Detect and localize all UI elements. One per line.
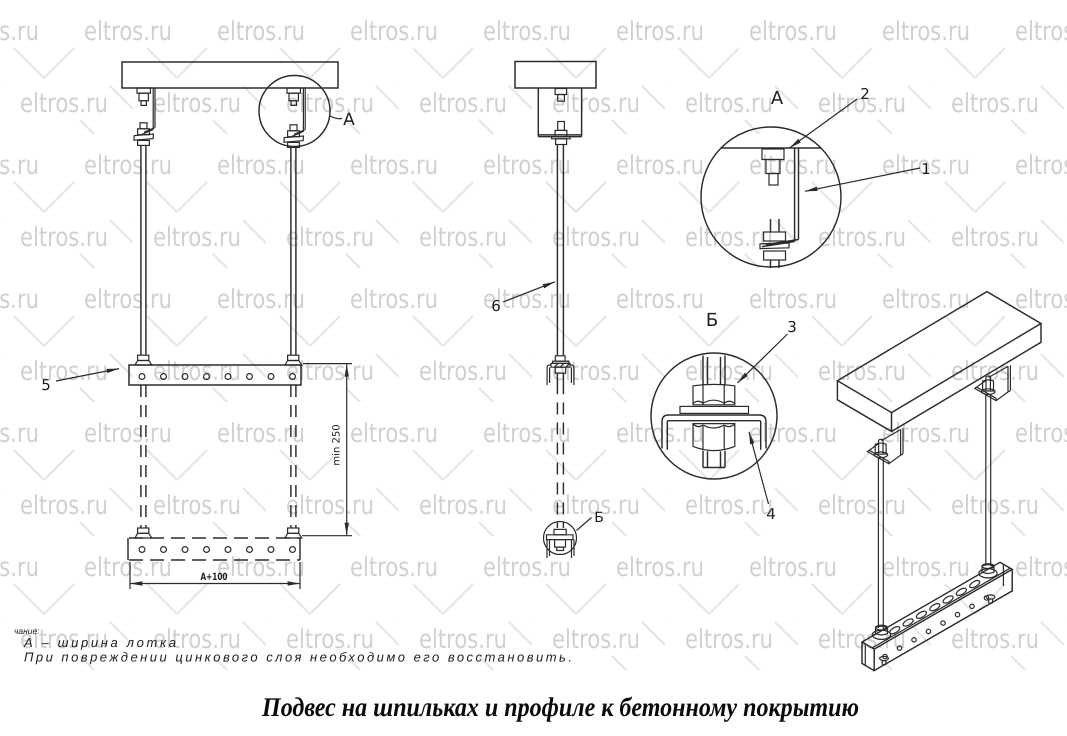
isometric-view bbox=[835, 290, 1043, 672]
item-6-label: 6 bbox=[491, 297, 501, 315]
item-2-label: 2 bbox=[860, 85, 870, 103]
leader-item-5 bbox=[55, 368, 120, 382]
iso-bottom-profile bbox=[860, 561, 1014, 672]
note-fragment: чание: bbox=[14, 626, 40, 636]
front-view-detail-a-label: А bbox=[343, 110, 355, 130]
side-view bbox=[502, 60, 597, 558]
detail-b-view bbox=[650, 333, 788, 505]
side-view-detail-b-label: Б bbox=[594, 510, 604, 526]
drawing-title: Подвес на шпильках и профиле к бетонному… bbox=[261, 692, 859, 722]
iso-bar-nuts bbox=[871, 563, 998, 666]
dimension-height bbox=[302, 363, 352, 537]
detail-b-callout-circle bbox=[542, 520, 578, 556]
watermark-layer bbox=[0, 0, 1067, 676]
front-right-anchor bbox=[283, 87, 306, 148]
detail-b-top-nut bbox=[692, 383, 736, 406]
upper-profile-bar bbox=[128, 354, 303, 386]
side-rod bbox=[556, 144, 565, 356]
item-5-label: 5 bbox=[41, 376, 51, 394]
front-right-rod bbox=[290, 147, 297, 356]
detail-a-callout-circle bbox=[258, 74, 331, 148]
iso-right-bracket bbox=[973, 365, 1011, 402]
item-1-label: 1 bbox=[921, 160, 931, 178]
detail-b-channel bbox=[661, 414, 767, 450]
dimension-width-label: А+100 bbox=[201, 572, 228, 583]
leader-item-2 bbox=[789, 98, 858, 149]
side-upper-profile-node bbox=[546, 355, 575, 395]
item-4-label: 4 bbox=[766, 505, 776, 523]
front-left-anchor bbox=[133, 87, 156, 146]
leader-item-1 bbox=[804, 167, 921, 192]
leader-item-6 bbox=[502, 281, 556, 303]
detail-a-header: А bbox=[771, 88, 784, 109]
item-3-label: 3 bbox=[787, 318, 797, 336]
note-line2: При повреждении цинкового слоя необходим… bbox=[24, 650, 572, 665]
front-left-rod bbox=[140, 145, 147, 356]
detail-b-bottom-nut bbox=[692, 423, 736, 452]
leader-detail-a bbox=[329, 115, 343, 120]
detail-a-view bbox=[700, 98, 921, 268]
detail-b-header: Б bbox=[706, 310, 718, 331]
leader-item-4 bbox=[748, 431, 770, 505]
detail-b-circle bbox=[650, 352, 778, 480]
front-ceiling-beam bbox=[121, 61, 339, 89]
lower-profile-bar bbox=[127, 527, 303, 561]
dimension-height-label: min 250 bbox=[332, 424, 343, 465]
front-view bbox=[55, 61, 352, 589]
leader-detail-b bbox=[576, 517, 592, 531]
dimension-width bbox=[129, 562, 301, 589]
leader-item-3 bbox=[737, 333, 788, 384]
side-bottom-profile-node bbox=[542, 520, 578, 558]
